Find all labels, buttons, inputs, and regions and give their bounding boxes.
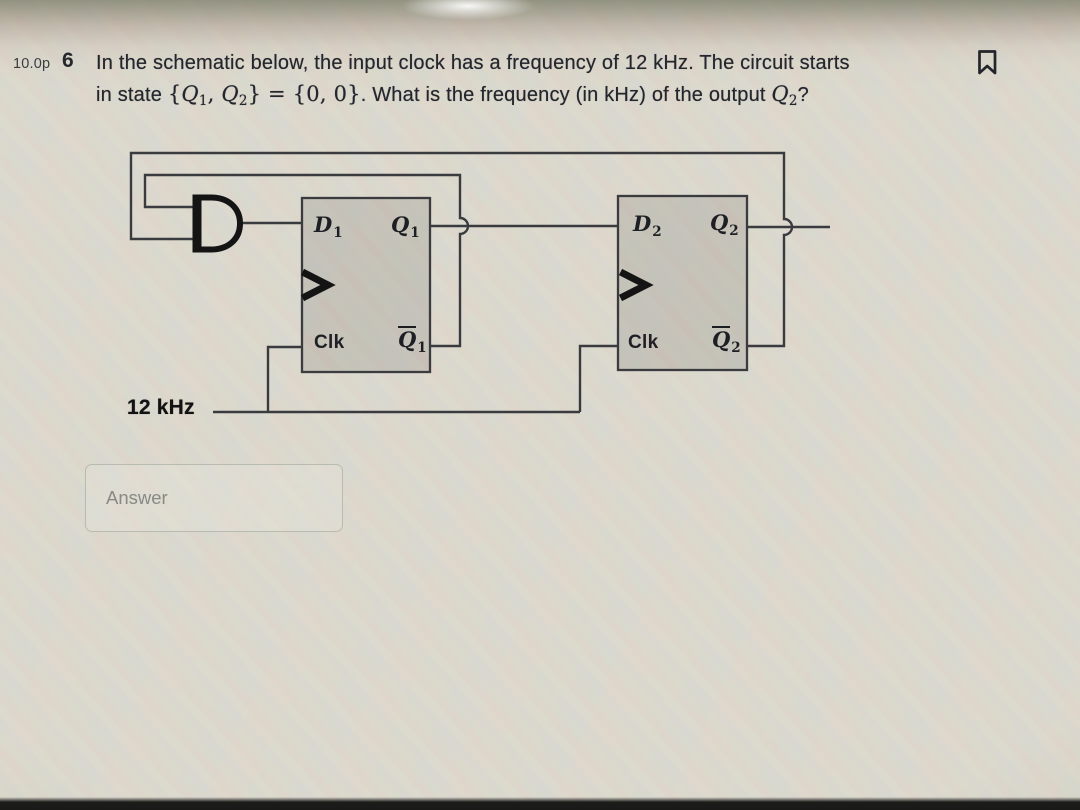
ff2-qbar-label: Q2	[712, 326, 741, 356]
question-number: 6	[62, 49, 74, 72]
ff2-d-label: D2	[633, 211, 662, 240]
question-points: 10.0p	[13, 56, 51, 72]
bookmark-button[interactable]	[975, 48, 1003, 78]
wire-clock-net	[213, 344, 618, 414]
ff2-box	[616, 194, 749, 372]
ff2-clock-edge-icon	[618, 268, 654, 302]
answer-input[interactable]	[85, 464, 343, 532]
ff1-qbar-label: Q1	[398, 326, 427, 356]
ff1-q-label: Q1	[391, 212, 420, 241]
math-output-var: Q2	[771, 82, 798, 109]
question-text: In the schematic below, the input clock …	[96, 48, 976, 117]
question-line2-mid: . What is the frequency (in kHz) of the …	[360, 84, 772, 106]
ff2-q-label: Q2	[710, 210, 739, 239]
question-line-2: in state {Q1, Q2} = {0, 0}. What is the …	[96, 79, 976, 117]
ff1-clock-edge-icon	[300, 268, 336, 302]
question-line-1: In the schematic below, the input clock …	[96, 52, 850, 74]
clock-source-label: 12 kHz	[127, 396, 195, 419]
ff1-clk-label: Clk	[314, 332, 345, 353]
ff2-clk-label: Clk	[628, 332, 659, 353]
question-line2-pre: in state	[96, 84, 168, 106]
bookmark-icon	[978, 50, 997, 75]
math-state-set: {Q1, Q2} = {0, 0}	[167, 82, 361, 109]
question-line2-end: ?	[797, 84, 809, 106]
wire-inner-feedback	[143, 173, 470, 348]
wire-outer-feedback	[129, 151, 794, 348]
ff1-d-label: D1	[314, 212, 343, 241]
and-gate-icon	[192, 194, 244, 253]
